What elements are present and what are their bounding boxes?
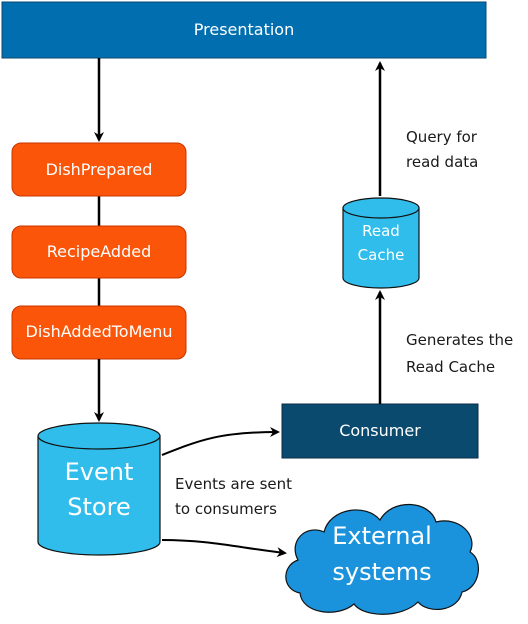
read-cache-label-line2: Cache (358, 246, 405, 264)
presentation-box[interactable]: Presentation (1, 1, 487, 59)
event-store-label-line1: Event (65, 458, 134, 486)
event-box-dishaddedtomenu[interactable]: DishAddedToMenu (11, 305, 187, 360)
presentation-label: Presentation (194, 20, 294, 39)
note-events-sent-line1: Events are sent (175, 475, 292, 493)
consumer-box[interactable]: Consumer (281, 403, 479, 459)
event-label: RecipeAdded (47, 242, 151, 261)
event-label: DishPrepared (46, 160, 153, 179)
event-store-label-line2: Store (67, 493, 130, 521)
event-label: DishAddedToMenu (26, 322, 173, 341)
event-box-recipeadded[interactable]: RecipeAdded (11, 225, 187, 279)
external-systems-cloud[interactable]: External systems (285, 503, 479, 615)
note-query-line1: Query for (406, 128, 478, 146)
arrow-store-to-external (161, 539, 287, 558)
external-label-line1: External (332, 522, 432, 550)
read-cache-cylinder[interactable]: Read Cache (342, 197, 420, 289)
arrow-store-to-consumer (161, 427, 280, 456)
consumer-label: Consumer (339, 421, 421, 440)
event-store-cylinder[interactable]: Event Store (37, 422, 161, 556)
note-query-line2: read data (406, 153, 478, 171)
event-box-dishprepared[interactable]: DishPrepared (11, 142, 187, 197)
note-generates-line1: Generates the (406, 331, 513, 349)
note-generates-line2: Read Cache (406, 358, 495, 376)
read-cache-label-line1: Read (362, 222, 400, 240)
note-events-sent-line2: to consumers (175, 500, 277, 518)
external-label-line2: systems (332, 558, 431, 586)
